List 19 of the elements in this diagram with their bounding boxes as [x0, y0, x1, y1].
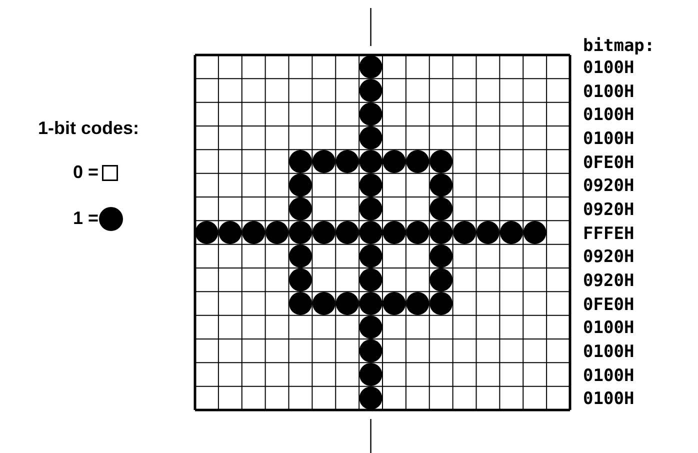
hex-value: 0920H [583, 246, 634, 270]
hex-value: 0100H [583, 128, 634, 151]
legend-label: 1 = [73, 208, 99, 229]
hex-value: 0100H [583, 364, 634, 388]
hex-value: FFFEH [583, 222, 634, 246]
hex-value: 0FE0H [583, 294, 634, 317]
hex-value: 0100H [583, 104, 634, 128]
hex-value: 0100H [583, 80, 634, 104]
hex-value: 0920H [583, 175, 634, 198]
hex-value: 0920H [583, 199, 634, 222]
hex-value: 0100H [583, 341, 634, 364]
hex-value: 0FE0H [583, 152, 634, 175]
hex-value: 0100H [583, 388, 634, 412]
bitmap-heading: bitmap: [583, 35, 655, 58]
hex-value: 0100H [583, 57, 634, 80]
legend-label: 0 = [73, 162, 99, 183]
hex-value: 0920H [583, 270, 634, 293]
hex-value: 0100H [583, 317, 634, 340]
legend-title: 1-bit codes: [38, 118, 140, 139]
